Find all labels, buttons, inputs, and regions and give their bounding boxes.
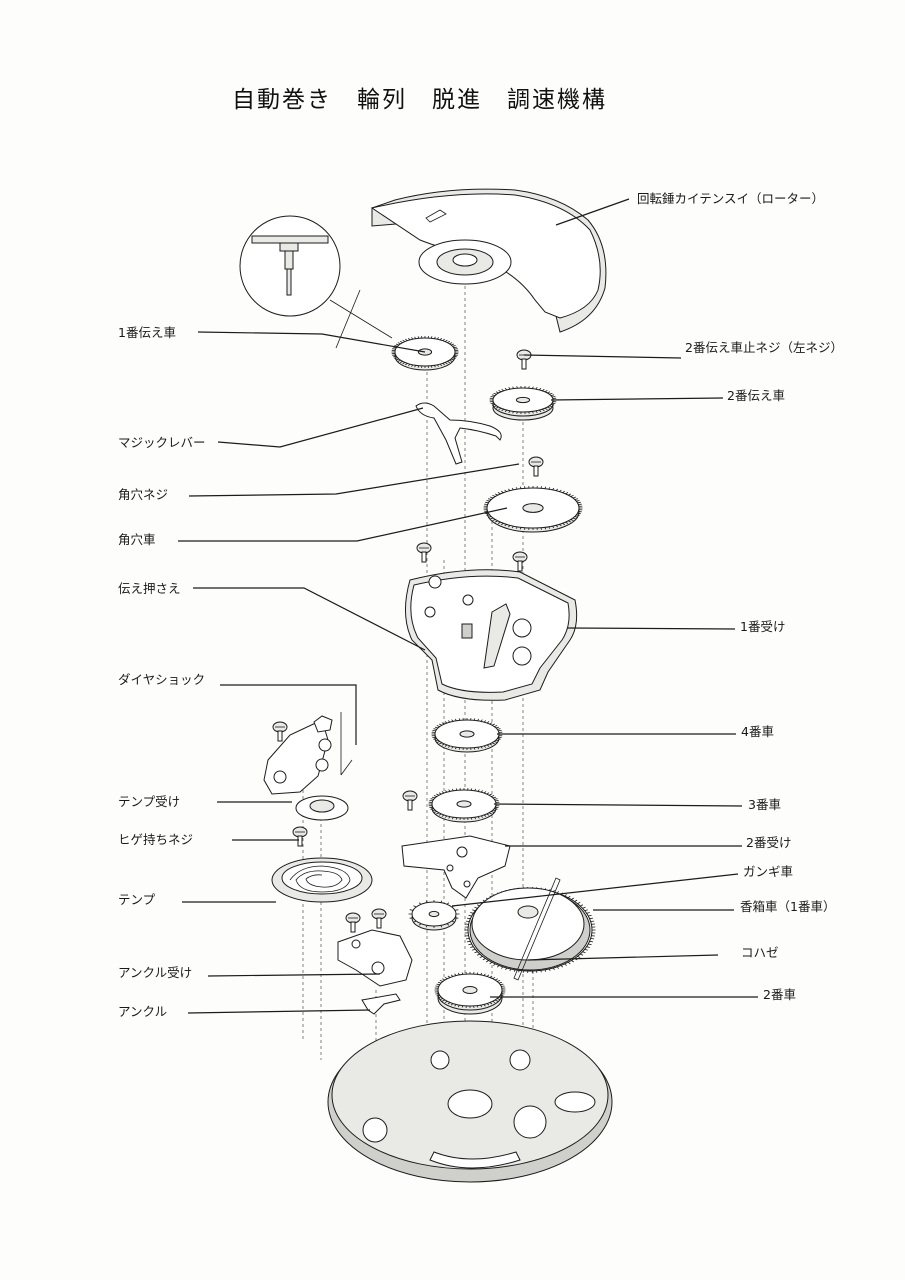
barrel-part [469, 877, 591, 981]
label-second-transmission-screw: 2番伝え車止ネジ（左ネジ） [685, 340, 843, 355]
ratchet-screw-part [528, 456, 544, 477]
label-first-bridge: 1番受け [740, 619, 786, 634]
fourth-wheel-part [431, 718, 503, 753]
second-transmission-wheel-part [489, 385, 557, 421]
first-transmission-wheel-part [391, 336, 459, 371]
leader-lines [178, 198, 758, 1014]
label-balance-bridge: テンプ受け [118, 794, 181, 809]
label-third-wheel: 3番車 [748, 797, 781, 812]
pallet-screw-1 [345, 912, 361, 933]
third-wheel-part [428, 788, 500, 823]
label-fourth-wheel: 4番車 [741, 724, 774, 739]
label-stud-screw: ヒゲ持ちネジ [118, 832, 194, 847]
bridge-screw-1 [416, 542, 432, 563]
label-click: コハゼ [741, 945, 779, 960]
balance-bridge-part [263, 289, 361, 821]
label-first-transmission-wheel: 1番伝え車 [118, 325, 176, 340]
pallet-bridge-part [337, 929, 413, 1015]
train-bridge-screw [402, 790, 418, 811]
label-diashock: ダイヤショック [118, 672, 206, 687]
label-pallet-bridge: アンクル受け [118, 965, 193, 980]
second-transmission-screw-part [516, 349, 532, 370]
pallet-screw-2 [371, 908, 387, 929]
balance-wheel-part [271, 857, 373, 903]
rotor-part [370, 188, 607, 333]
label-second-wheel: 2番車 [763, 987, 796, 1002]
first-bridge-part [405, 569, 578, 701]
second-wheel-part [434, 972, 506, 1015]
stud-screw-part [292, 826, 308, 847]
label-pallet-fork: アンクル [118, 1004, 168, 1019]
label-rotor: 回転錘カイテンスイ（ローター） [637, 191, 825, 206]
ratchet-wheel-part [483, 486, 583, 533]
label-second-bridge: 2番受け [746, 835, 792, 850]
label-escape-wheel: ガンギ車 [743, 864, 794, 879]
bridge-screw-2 [512, 551, 528, 572]
stem-detail-inset [239, 215, 393, 339]
second-bridge-part [401, 835, 511, 899]
label-ratchet-wheel: 角穴車 [118, 532, 156, 547]
label-balance: テンプ [118, 892, 156, 907]
label-transmission-holder: 伝え押さえ [118, 581, 181, 596]
label-ratchet-screw: 角穴ネジ [118, 487, 169, 502]
label-magic-lever: マジックレバー [118, 435, 206, 450]
magic-lever-part [415, 402, 502, 465]
escape-wheel-part [408, 900, 460, 931]
label-barrel: 香箱車（1番車） [740, 899, 836, 914]
label-second-transmission-wheel: 2番伝え車 [727, 388, 785, 403]
main-plate-part [327, 1020, 613, 1183]
balance-bridge-screw [272, 721, 288, 742]
page-title: 自動巻き 輪列 脱進 調速機構 [232, 87, 607, 113]
